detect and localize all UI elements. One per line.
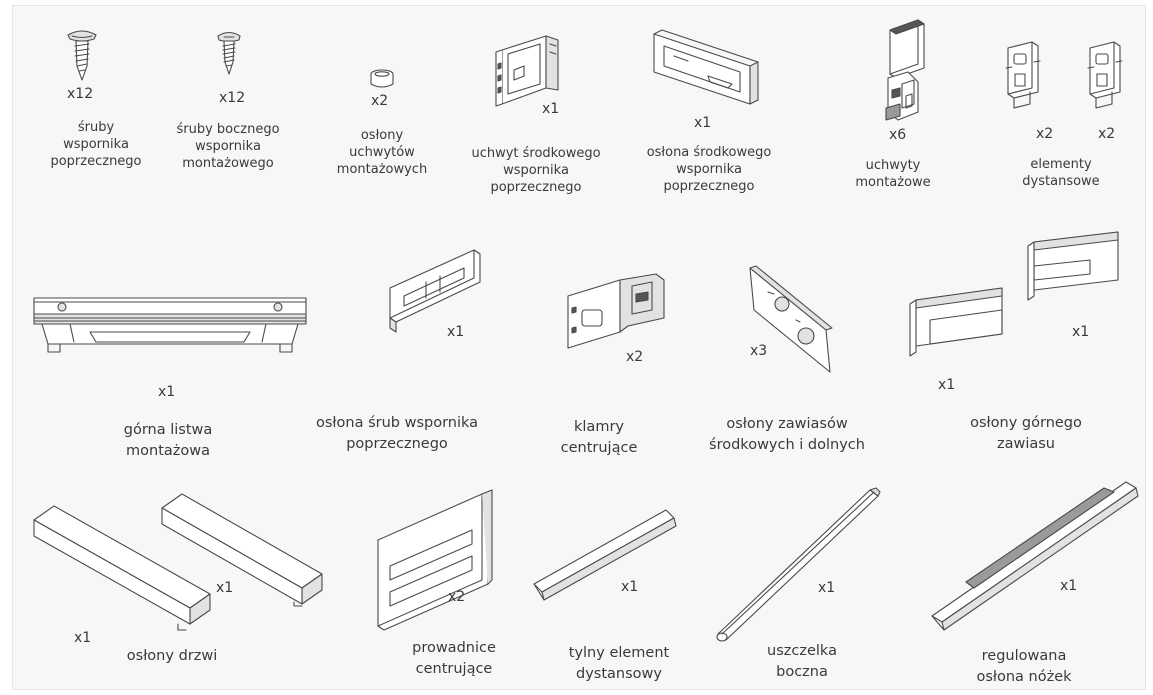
hinge-top-cover-icon	[909, 287, 1003, 357]
item-qty: x2	[1036, 126, 1054, 142]
item-qty: x1	[216, 580, 234, 596]
item-label: klamry centrujące	[560, 419, 638, 456]
spacer-bar-icon	[533, 509, 677, 601]
item-qty: x1	[447, 324, 465, 340]
item-label: tylny element dystansowy	[568, 645, 670, 682]
guide-rail-icon	[377, 489, 493, 631]
door-cover-icon	[161, 493, 323, 607]
item-qty: x1	[621, 579, 639, 595]
hinge-top-cover-icon	[1027, 231, 1119, 301]
rail-icon	[33, 297, 307, 353]
item-qty: x2	[448, 589, 466, 605]
screw-cover-icon	[389, 249, 481, 333]
item-label: elementy dystansowe	[1022, 157, 1100, 189]
item-qty: x3	[750, 343, 768, 359]
seal-strip-icon	[716, 487, 881, 642]
cover-plate-icon	[653, 29, 759, 105]
screw-icon	[217, 31, 241, 75]
item-label: śruby bocznego wspornika montażowego	[176, 122, 280, 171]
item-label: osłona środkowego wspornika poprzecznego	[646, 145, 772, 194]
item-qty: x12	[219, 90, 246, 106]
screw-icon	[67, 30, 97, 81]
item-label: osłony uchwytów montażowych	[336, 128, 428, 177]
item-qty: x1	[1060, 578, 1078, 594]
mounting-bracket-icon	[885, 19, 925, 121]
clamp-icon	[567, 273, 665, 349]
spacer-icon	[1087, 41, 1123, 109]
item-qty: x1	[938, 377, 956, 393]
item-label: osłony drzwi	[126, 648, 218, 664]
cap-icon	[370, 69, 394, 88]
item-label: prowadnice centrujące	[412, 640, 496, 677]
item-label: uchwyty montażowe	[855, 158, 931, 190]
door-cover-icon	[33, 505, 211, 631]
item-label: osłona śrub wspornika poprzecznego	[315, 415, 479, 452]
item-qty: x1	[694, 115, 712, 131]
item-qty: x2	[1098, 126, 1116, 142]
item-label: górna listwa montażowa	[123, 422, 213, 459]
item-label: regulowana osłona nóżek	[976, 648, 1072, 685]
item-label: osłony górnego zawiasu	[970, 415, 1082, 452]
item-qty: x2	[371, 93, 389, 109]
item-qty: x1	[818, 580, 836, 596]
item-label: uszczelka boczna	[767, 643, 837, 680]
item-qty: x1	[542, 101, 560, 117]
item-label: osłony zawiasów środkowych i dolnych	[709, 416, 865, 453]
item-qty: x1	[158, 384, 176, 400]
hinge-cover-icon	[749, 265, 833, 373]
item-label: śruby wspornika poprzecznego	[50, 120, 142, 169]
spacer-icon	[1005, 41, 1041, 109]
bracket-icon	[495, 35, 559, 107]
item-qty: x12	[67, 86, 94, 102]
item-label: uchwyt środkowego wspornika poprzecznego	[471, 146, 601, 195]
item-qty: x6	[889, 127, 907, 143]
item-qty: x1	[1072, 324, 1090, 340]
item-qty: x2	[626, 349, 644, 365]
item-qty: x1	[74, 630, 92, 646]
foot-cover-icon	[931, 481, 1139, 631]
